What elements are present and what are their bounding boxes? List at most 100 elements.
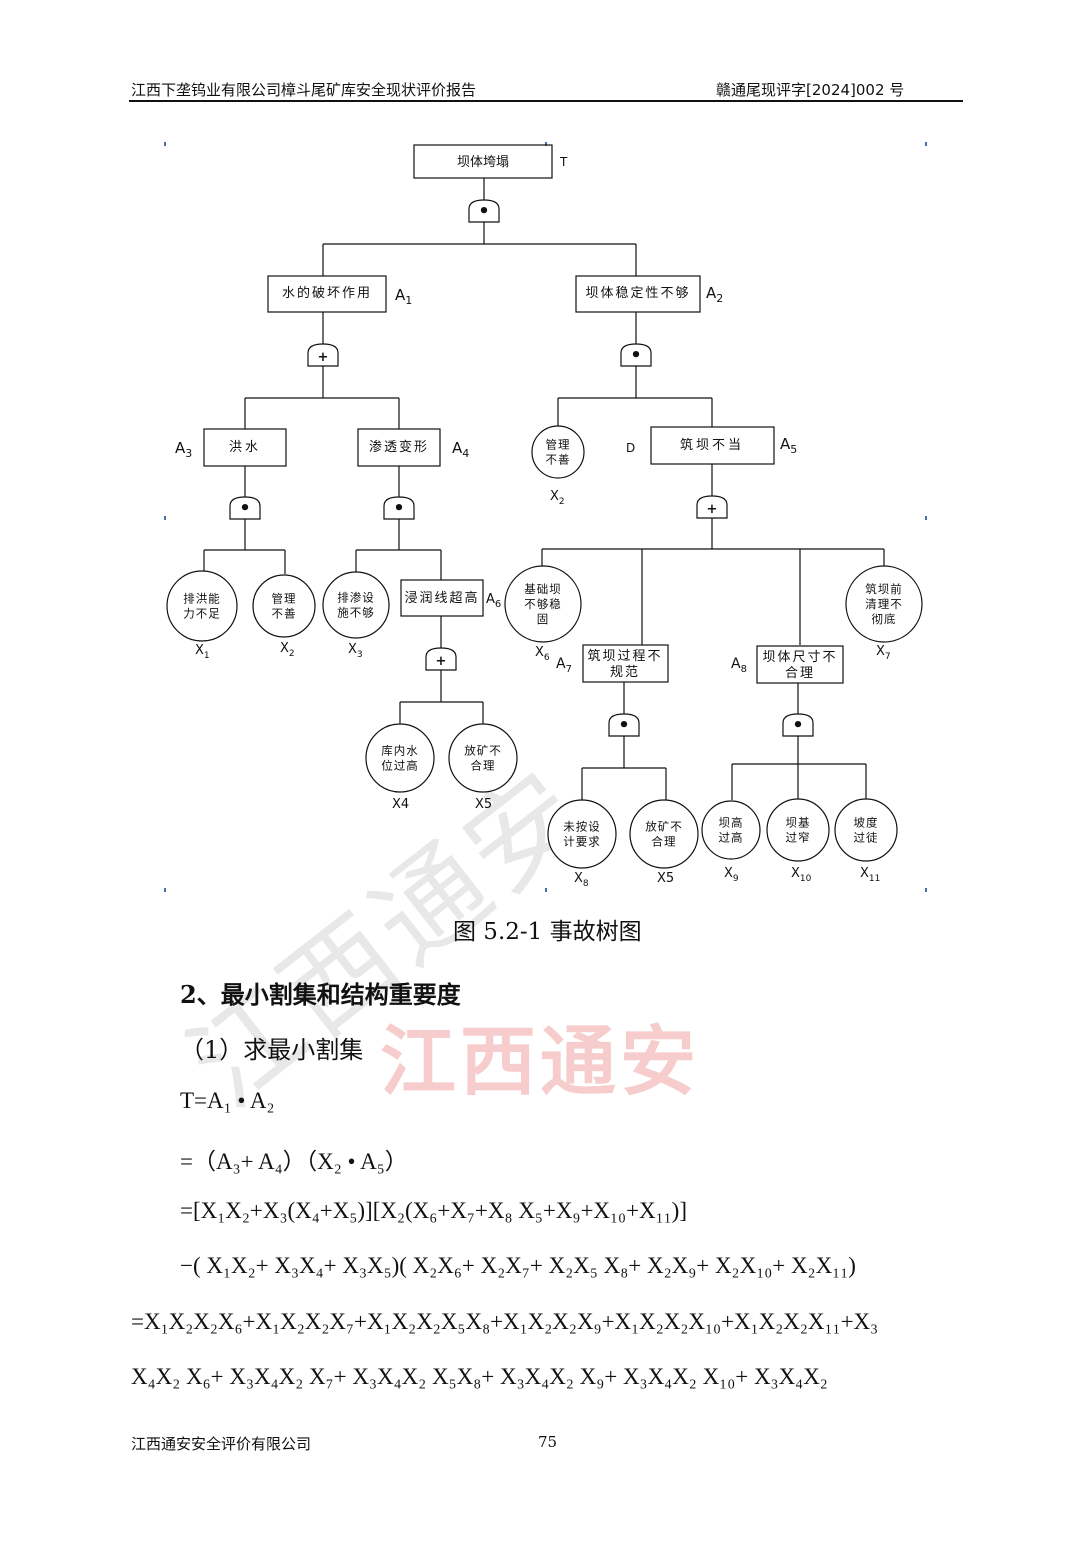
basic-event-label: 不善 xyxy=(546,453,571,467)
formula-line-3: =[X₁X₂+X₃(X₄+X₅)][X₂(X₆+X₇+X₈ X₅+X₉+X₁₀+… xyxy=(180,1198,687,1223)
basic-event-tag: X4 xyxy=(392,797,409,812)
basic-event-label: 不够稳 xyxy=(524,597,562,611)
svg-text:•: • xyxy=(478,201,490,222)
and-gate-8: • xyxy=(782,713,814,737)
svg-text:+: + xyxy=(707,502,718,517)
basic-event-label: 排渗设 xyxy=(337,591,375,605)
svg-text:+: + xyxy=(318,350,329,365)
basic-event-label: 管理 xyxy=(272,592,297,606)
header-doc-number: 赣通尾现评字[2024]002 号 xyxy=(716,81,905,99)
basic-event-label: 合理 xyxy=(471,759,496,773)
basic-event-tag: X2 xyxy=(550,489,565,507)
svg-text:•: • xyxy=(239,498,251,519)
basic-event-tag: X3 xyxy=(348,642,363,660)
basic-event-label: 排洪能 xyxy=(183,592,221,606)
formula-line-6: X₄X₂ X₆+ X₃X₄X₂ X₇+ X₃X₄X₂ X₅X₈+ X₃X₄X₂ … xyxy=(131,1364,828,1389)
header-divider xyxy=(129,100,963,102)
a3-tag: A3 xyxy=(175,439,192,460)
a7-box xyxy=(582,644,669,683)
a3-label: 洪水 xyxy=(229,440,261,455)
page-number: 75 xyxy=(538,1433,558,1451)
and-gate-2: • xyxy=(620,343,652,367)
a8-tag: A8 xyxy=(731,656,747,675)
a6-tag: A6 xyxy=(486,592,501,610)
basic-event-label: 坡度 xyxy=(854,816,879,830)
basic-event-tag: X6 xyxy=(535,645,550,663)
basic-event-tag: X9 xyxy=(724,866,739,884)
event-boxes xyxy=(203,144,844,684)
or-gate-6: + xyxy=(425,647,457,671)
basic-event-label: 坝高 xyxy=(719,816,744,830)
a5-tag: A5 xyxy=(780,435,797,456)
basic-event-label: 坝基 xyxy=(786,816,811,830)
a2-label: 坝体稳定性不够 xyxy=(585,285,690,301)
or-gate-1: + xyxy=(307,343,339,367)
figure-caption: 图 5.2-1 事故树图 xyxy=(453,919,642,945)
basic-event-label: 放矿不 xyxy=(645,820,683,834)
basic-event-tag: X8 xyxy=(574,871,589,889)
a6-box xyxy=(400,579,484,617)
basic-event-tag: X5 xyxy=(657,871,674,886)
basic-event-label: 过徒 xyxy=(854,831,879,845)
a1-label: 水的破坏作用 xyxy=(282,285,372,301)
a5-box xyxy=(650,426,775,465)
basic-event-tag: X7 xyxy=(876,644,891,662)
a4-tag: A4 xyxy=(452,439,469,460)
a5-label: 筑坝不当 xyxy=(680,437,744,453)
basic-event-label: 放矿不 xyxy=(464,744,502,758)
basic-event-label: 计要求 xyxy=(563,835,601,849)
a6-label: 浸润线超高 xyxy=(404,590,479,606)
basic-event-tag: X11 xyxy=(860,866,880,884)
basic-event-label: 固 xyxy=(537,612,550,626)
basic-event-label: 未按设 xyxy=(563,820,601,834)
fault-tree-diagram: •+•••++•• 管理不善X2排洪能力不足X1管理不善X2排渗设施不够X3基础… xyxy=(164,142,927,892)
section-title: 2、最小割集和结构重要度 xyxy=(180,980,461,1009)
a8-box xyxy=(756,645,844,684)
a8-label-line1: 坝体尺寸不 xyxy=(762,650,837,665)
svg-text:•: • xyxy=(393,498,405,519)
a7-tag: A7 xyxy=(556,656,572,675)
basic-event-label: 基础坝 xyxy=(524,582,562,596)
or-gate-5: + xyxy=(696,495,728,519)
footer-company: 江西通安安全评价有限公司 xyxy=(131,1435,312,1453)
basic-event-label: 过高 xyxy=(719,831,744,845)
basic-events: 管理不善X2排洪能力不足X1管理不善X2排渗设施不够X3基础坝不够稳固X6筑坝前… xyxy=(166,425,923,889)
header-title: 江西下垄钨业有限公司樟斗尾矿库安全现状评价报告 xyxy=(131,81,477,99)
a1-box xyxy=(267,275,387,313)
formula-line-2: =（A₃+ A₄）（X₂ • A₅） xyxy=(180,1149,408,1174)
logic-gates: • + • • • + + • • xyxy=(229,199,814,737)
top-event-label: 坝体垮塌 xyxy=(457,155,509,170)
a2-box xyxy=(575,275,701,313)
and-gate-4: • xyxy=(383,496,415,520)
basic-event-label: 力不足 xyxy=(183,607,221,621)
basic-event-tag: X5 xyxy=(475,797,492,812)
basic-event-tag: X10 xyxy=(791,866,812,884)
basic-event-tag: X2 xyxy=(280,641,295,659)
basic-event-tag: X1 xyxy=(195,643,210,661)
basic-event-label: 施不够 xyxy=(337,606,375,620)
svg-text:+: + xyxy=(436,654,447,669)
basic-event-label: 彻底 xyxy=(872,612,897,626)
basic-event-label: 管理 xyxy=(546,438,571,452)
frame-marks xyxy=(164,142,927,892)
basic-event-label: 筑坝前 xyxy=(865,582,903,596)
formula-line-4: −( X₁X₂+ X₃X₄+ X₃X₅)( X₂X₆+ X₂X₇+ X₂X₅ X… xyxy=(180,1253,856,1278)
svg-text:•: • xyxy=(618,715,630,736)
a1-tag: A1 xyxy=(395,286,412,307)
a2-tag: A2 xyxy=(706,284,723,305)
top-event-tag: T xyxy=(559,155,568,169)
svg-text:•: • xyxy=(792,715,804,736)
basic-event-label: 库内水 xyxy=(381,744,419,758)
